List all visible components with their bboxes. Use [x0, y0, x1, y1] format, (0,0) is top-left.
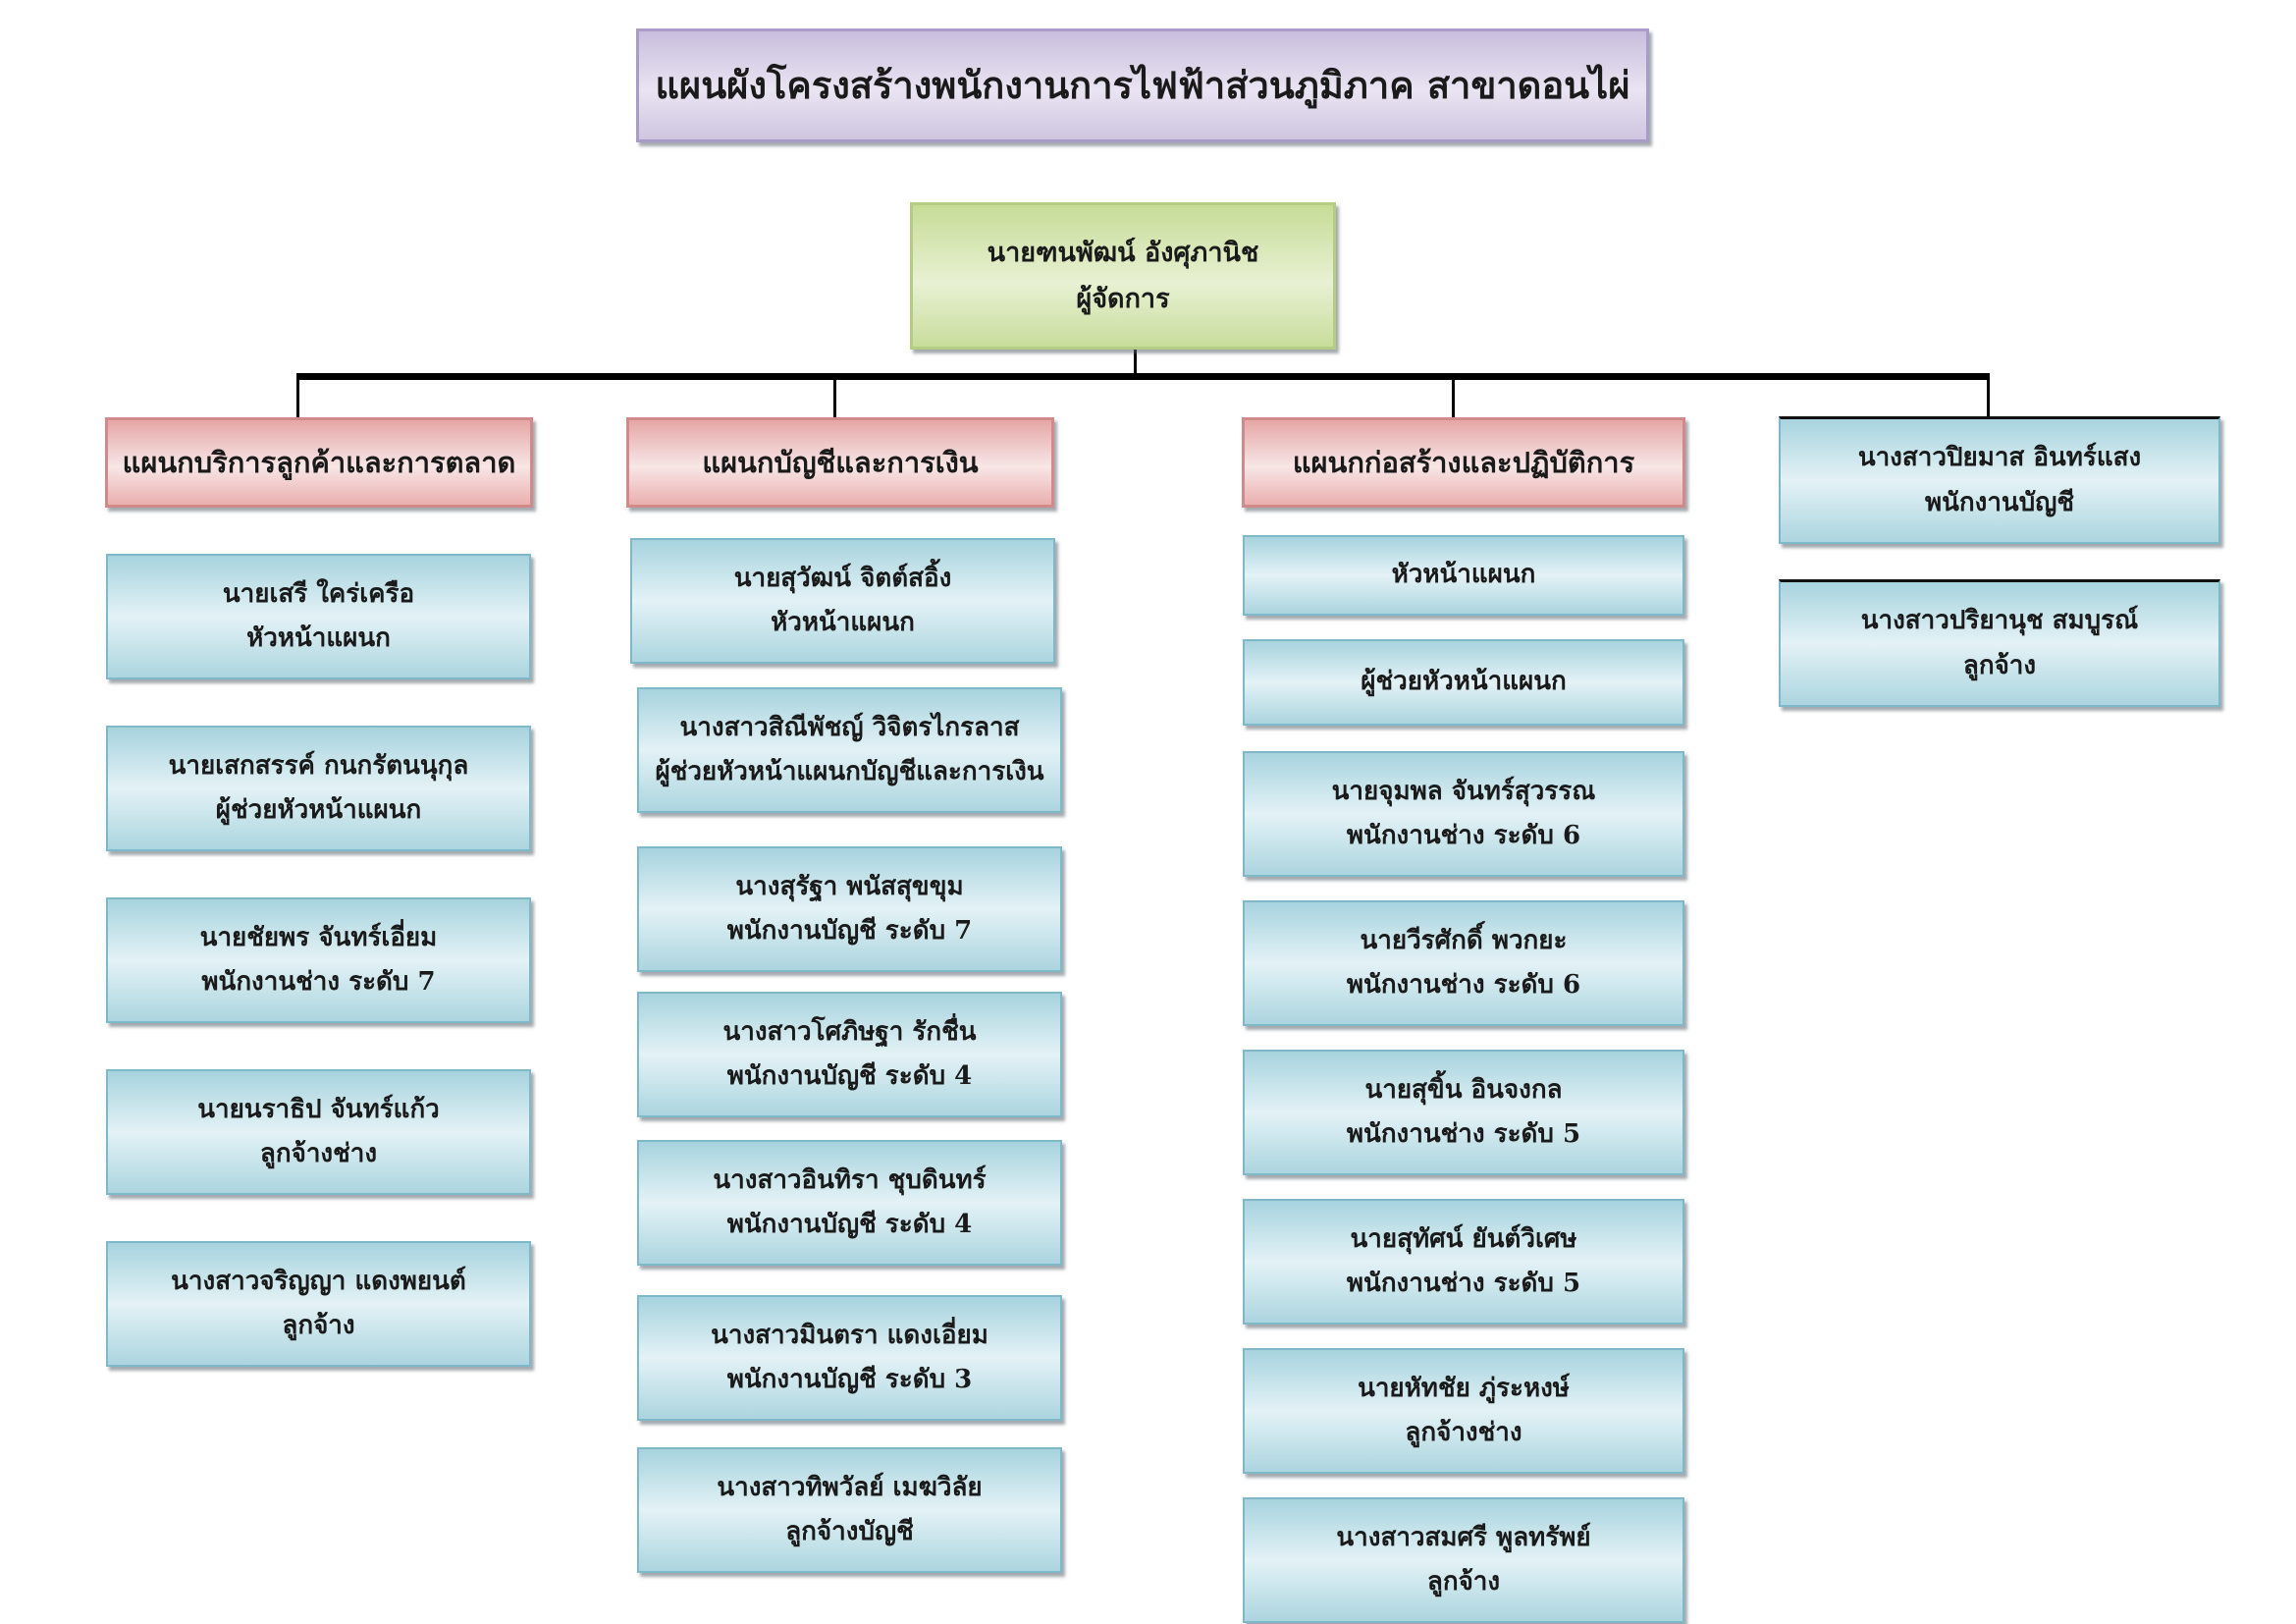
connector-horizontal-bus	[296, 373, 1990, 380]
staff-position: ลูกจ้าง	[1426, 1567, 1501, 1597]
staff-name: นายชัยพร จันทร์เอี่ยม	[199, 922, 438, 952]
chart-title-text: แผนผังโครงสร้างพนักงานการไฟฟ้าส่วนภูมิภา…	[655, 62, 1630, 107]
staff-card: นายหัทชัย ภู่ระหงษ์ ลูกจ้างช่าง	[1243, 1348, 1684, 1474]
connector-manager-down	[1134, 350, 1137, 376]
staff-card: ผู้ช่วยหัวหน้าแผนก	[1243, 639, 1684, 726]
staff-card: นายชัยพร จันทร์เอี่ยม พนักงานช่าง ระดับ …	[106, 897, 531, 1023]
staff-position: พนักงานช่าง ระดับ 6	[1346, 821, 1581, 850]
manager-name: นายฑนพัฒน์ อังศุภานิช	[987, 237, 1259, 268]
staff-card: นางสาวปริยานุช สมบูรณ์ ลูกจ้าง	[1779, 579, 2220, 707]
staff-position: พนักงานช่าง ระดับ 7	[201, 967, 436, 997]
staff-position: พนักงานบัญชี ระดับ 4	[726, 1210, 973, 1239]
staff-position: หัวหน้าแผนก	[771, 608, 915, 637]
staff-name: นางสาวสิณีพัชญ์ วิจิตรไกรลาส	[679, 712, 1020, 742]
staff-name: นางสาวทิพวัลย์ เมฆวิลัย	[717, 1472, 983, 1502]
connector-dept-4	[1987, 378, 1990, 419]
staff-name: นายนราธิป จันทร์แก้ว	[197, 1094, 440, 1124]
staff-card: นางสาวสมศรี พูลทรัพย์ ลูกจ้าง	[1243, 1497, 1684, 1623]
dept-name: แผนกบัญชีและการเงิน	[702, 445, 979, 479]
staff-card: นายสุทัศน์ ยันต์วิเศษ พนักงานช่าง ระดับ …	[1243, 1199, 1684, 1325]
staff-position: หัวหน้าแผนก	[246, 623, 391, 653]
staff-name: นายหัทชัย ภู่ระหงษ์	[1358, 1373, 1570, 1403]
staff-position: ลูกจ้างช่าง	[1405, 1418, 1522, 1447]
staff-card: นางสาวอินทิรา ชุบดินทร์ พนักงานบัญชี ระด…	[637, 1140, 1062, 1266]
staff-name: นายวีรศักดิ์ พวกยะ	[1360, 925, 1568, 955]
staff-position: ผู้ช่วยหัวหน้าแผนกบัญชีและการเงิน	[655, 757, 1044, 786]
staff-name: หัวหน้าแผนก	[1391, 560, 1536, 590]
staff-card: นายสุวัฒน์ จิตต์สอิ้ง หัวหน้าแผนก	[630, 538, 1055, 664]
staff-card: นางสาวโศภิษฐา รักชื่น พนักงานบัญชี ระดับ…	[637, 992, 1062, 1117]
staff-card: นายจุมพล จันทร์สุวรรณ พนักงานช่าง ระดับ …	[1243, 751, 1684, 877]
staff-card: นางสาวปิยมาส อินทร์แสง พนักงานบัญชี	[1779, 416, 2220, 544]
staff-position: พนักงานบัญชี ระดับ 4	[726, 1061, 973, 1091]
staff-position: ลูกจ้าง	[282, 1311, 355, 1340]
manager-position: ผู้จัดการ	[1076, 284, 1170, 314]
staff-name: ผู้ช่วยหัวหน้าแผนก	[1361, 667, 1567, 697]
staff-card: นางสาวสิณีพัชญ์ วิจิตรไกรลาส ผู้ช่วยหัวห…	[637, 687, 1062, 813]
dept-name: แผนกบริการลูกค้าและการตลาด	[122, 445, 516, 479]
staff-name: นายสุขิ้น อินจงกล	[1364, 1074, 1563, 1105]
staff-name: นายสุวัฒน์ จิตต์สอิ้ง	[733, 563, 952, 593]
staff-position: ลูกจ้าง	[1962, 650, 2037, 680]
chart-title: แผนผังโครงสร้างพนักงานการไฟฟ้าส่วนภูมิภา…	[636, 28, 1649, 142]
staff-position: พนักงานช่าง ระดับ 6	[1346, 970, 1581, 1000]
connector-dept-3	[1452, 378, 1455, 419]
staff-position: พนักงานบัญชี ระดับ 3	[726, 1365, 973, 1394]
dept-construction-operations: แผนกก่อสร้างและปฏิบัติการ	[1242, 417, 1685, 508]
staff-name: นางสาวปิยมาส อินทร์แสง	[1857, 443, 2142, 472]
staff-name: นางสาวโศภิษฐา รักชื่น	[722, 1016, 977, 1047]
staff-card: นางสาวจริญญา แดงพยนต์ ลูกจ้าง	[106, 1241, 531, 1367]
connector-dept-2	[833, 378, 836, 419]
staff-name: นายเสรี ใคร่เครือ	[222, 578, 415, 609]
staff-name: นางสาวสมศรี พูลทรัพย์	[1336, 1522, 1591, 1552]
staff-card: นายวีรศักดิ์ พวกยะ พนักงานช่าง ระดับ 6	[1243, 900, 1684, 1026]
manager-box: นายฑนพัฒน์ อังศุภานิช ผู้จัดการ	[910, 202, 1336, 350]
staff-card: นายเสกสรรค์ กนกรัตนนุกุล ผู้ช่วยหัวหน้าแ…	[106, 726, 531, 851]
connector-dept-1	[296, 378, 299, 419]
staff-name: นางสาวมินตรา แดงเอี่ยม	[711, 1320, 988, 1350]
staff-position: พนักงานช่าง ระดับ 5	[1346, 1119, 1581, 1149]
staff-card: นางสาวทิพวัลย์ เมฆวิลัย ลูกจ้างบัญชี	[637, 1447, 1062, 1573]
staff-name: นางสาวปริยานุช สมบูรณ์	[1860, 606, 2139, 635]
staff-name: นายเสกสรรค์ กนกรัตนนุกุล	[168, 750, 469, 781]
dept-accounting-finance: แผนกบัญชีและการเงิน	[626, 417, 1054, 508]
staff-card: นางสุรัฐา พนัสสุขขุม พนักงานบัญชี ระดับ …	[637, 846, 1062, 972]
staff-card: นายนราธิป จันทร์แก้ว ลูกจ้างช่าง	[106, 1069, 531, 1195]
staff-name: นางสาวจริญญา แดงพยนต์	[171, 1266, 466, 1296]
staff-position: ลูกจ้างช่าง	[259, 1139, 378, 1168]
staff-card: นางสาวมินตรา แดงเอี่ยม พนักงานบัญชี ระดั…	[637, 1295, 1062, 1421]
staff-position: พนักงานบัญชี	[1924, 487, 2075, 517]
dept-name: แผนกก่อสร้างและปฏิบัติการ	[1292, 445, 1635, 479]
dept-customer-service: แผนกบริการลูกค้าและการตลาด	[105, 417, 533, 508]
staff-position: พนักงานช่าง ระดับ 5	[1346, 1269, 1581, 1298]
staff-name: นายสุทัศน์ ยันต์วิเศษ	[1350, 1223, 1577, 1254]
staff-card: นายเสรี ใคร่เครือ หัวหน้าแผนก	[106, 554, 531, 679]
staff-position: ผู้ช่วยหัวหน้าแผนก	[215, 795, 422, 825]
staff-position: พนักงานบัญชี ระดับ 7	[726, 916, 973, 946]
staff-position: ลูกจ้างบัญชี	[785, 1517, 914, 1546]
staff-name: นางสาวอินทิรา ชุบดินทร์	[713, 1164, 987, 1195]
staff-card: นายสุขิ้น อินจงกล พนักงานช่าง ระดับ 5	[1243, 1050, 1684, 1175]
staff-name: นายจุมพล จันทร์สุวรรณ	[1331, 776, 1596, 806]
staff-card: หัวหน้าแผนก	[1243, 535, 1684, 616]
staff-name: นางสุรัฐา พนัสสุขขุม	[735, 871, 964, 901]
